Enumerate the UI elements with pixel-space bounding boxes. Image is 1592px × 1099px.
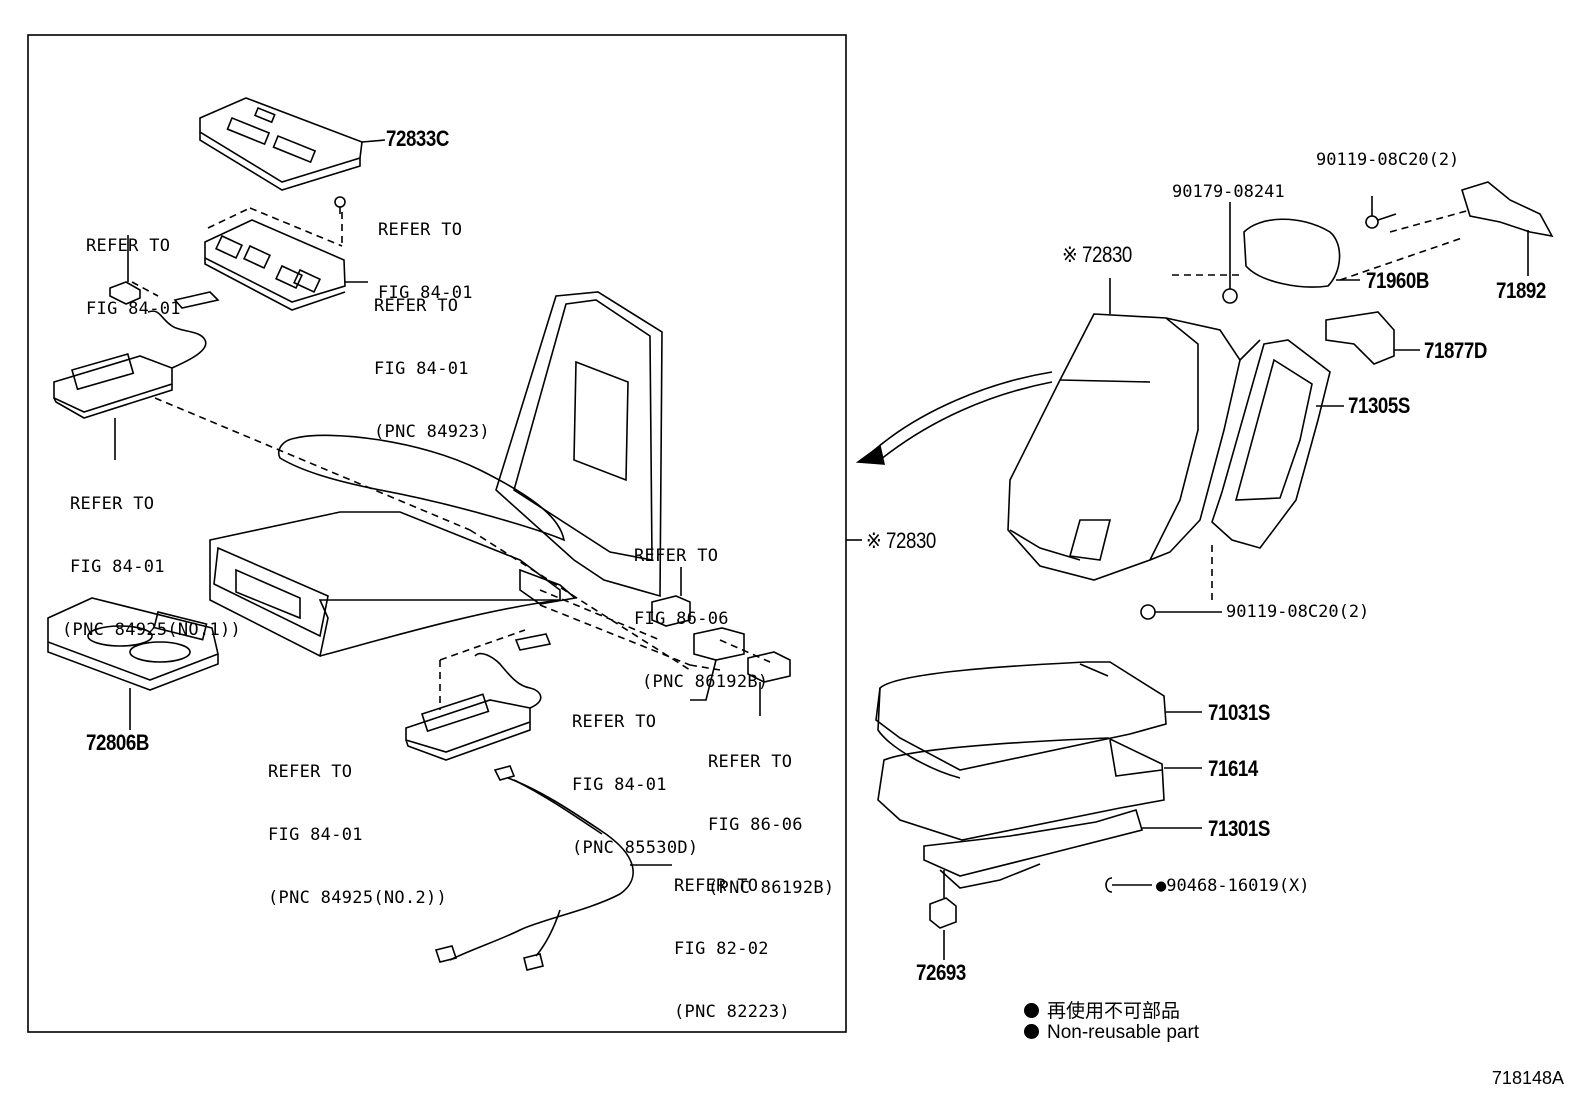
fig-reference: FIG 84-01: [268, 825, 363, 845]
refer-text: REFER TO: [374, 296, 459, 316]
refer-label-pnc-84925-no2: REFER TO FIG 84-01 (PNC 84925(NO.2)): [268, 720, 447, 930]
part-number-71614: 71614: [1208, 756, 1258, 781]
part-number-71305s: 71305S: [1348, 393, 1410, 418]
part-number-72830-assembly: ※ 72830: [866, 528, 936, 553]
seat-back-72830-drawing: [1007, 278, 1261, 581]
refer-text: REFER TO: [572, 712, 657, 732]
clip-drawing: [109, 281, 141, 305]
part-number-71877d: 71877D: [1424, 338, 1487, 363]
pnc-reference: (PNC 86192B): [708, 878, 835, 898]
part-number-90119-top: 90119-08C20(2): [1316, 150, 1460, 170]
fig-reference: FIG 84-01: [86, 299, 181, 319]
pnc-reference: (PNC 82223): [674, 1002, 790, 1022]
refer-label-fig-84-01-clip: REFER TO FIG 84-01: [86, 194, 181, 341]
refer-text: REFER TO: [708, 752, 793, 772]
knob-72693-drawing: [929, 870, 957, 960]
legend-jp-text: 再使用不可部品: [1047, 1001, 1181, 1022]
pnc-reference: (PNC 84925(NO.2)): [268, 888, 448, 908]
frame-71305s-drawing: [1211, 339, 1344, 549]
remote-no2-drawing: [405, 633, 552, 761]
switch-85530d-drawing: [690, 627, 745, 701]
clip-90468-drawing: [1105, 877, 1152, 893]
armrest-pad-71960b-drawing: [1243, 218, 1360, 288]
part-number-72806b: 72806B: [86, 730, 149, 755]
refer-text: REFER TO: [86, 236, 171, 256]
cup-holder-72806b-drawing: [47, 597, 219, 730]
curved-arrow: [855, 371, 1053, 465]
non-reusable-bullet-icon: [1024, 1003, 1039, 1018]
legend-jp: 再使用不可部品: [1024, 996, 1180, 1023]
refer-text: REFER TO: [674, 876, 759, 896]
pnc-reference: (PNC 84925(NO.1)): [62, 620, 242, 640]
leader-lines-left: [127, 235, 862, 541]
part-number-90468-16019: ●90468-16019(X): [1156, 876, 1310, 896]
switch-86192b-lower-drawing: [747, 651, 791, 716]
nut-90179-drawing: [1222, 202, 1238, 304]
part-number-71031s: 71031S: [1208, 700, 1270, 725]
pnc-reference: (PNC 86192B): [642, 672, 769, 692]
fig-reference: FIG 82-02: [674, 939, 769, 959]
part-number-90119-bottom: 90119-08C20(2): [1226, 602, 1370, 622]
assembly-frame: [27, 34, 847, 1033]
bolt-top-drawing: [1365, 196, 1397, 229]
fig-reference: FIG 84-01: [572, 775, 667, 795]
part-number-71301s: 71301S: [1208, 816, 1270, 841]
fig-reference: FIG 84-01: [70, 557, 165, 577]
part-number-72833c: 72833C: [386, 126, 449, 151]
cushion-71031s-drawing: [875, 661, 1202, 779]
refer-text: REFER TO: [634, 546, 719, 566]
part-number-90179-08241: 90179-08241: [1172, 182, 1285, 202]
figure-id: 718148A: [1491, 1068, 1564, 1088]
refer-text: REFER TO: [378, 220, 463, 240]
switch-86192b-upper-drawing: [651, 567, 691, 627]
refer-text: REFER TO: [70, 494, 155, 514]
bezel-72833c-drawing: [199, 97, 386, 191]
bolt-bottom-drawing: [1140, 604, 1222, 620]
refer-label-pnc-86192b-lower: REFER TO FIG 86-06 (PNC 86192B): [708, 710, 834, 920]
console-body-drawing: [209, 291, 663, 658]
screw-drawing: [334, 196, 346, 214]
bracket-71892-drawing: [1461, 181, 1554, 276]
refer-label-pnc-82223: REFER TO FIG 82-02 (PNC 82223): [674, 834, 790, 1044]
refer-label-pnc-84925-no1: REFER TO FIG 84-01 (PNC 84925(NO.1)): [62, 452, 241, 662]
refer-text: REFER TO: [268, 762, 353, 782]
fig-reference: FIG 86-06: [708, 815, 803, 835]
refer-label-pnc-86192b-upper: REFER TO FIG 86-06 (PNC 86192B): [634, 504, 768, 714]
part-number-72693: 72693: [916, 960, 966, 985]
part-number-72830-seatback: ※ 72830: [1062, 242, 1132, 267]
cover-71877d-drawing: [1325, 311, 1420, 365]
pnc-reference: (PNC 85530D): [572, 838, 699, 858]
wire-harness-drawing: [434, 765, 672, 971]
fig-reference: FIG 84-01: [378, 283, 473, 303]
fig-reference: FIG 86-06: [634, 609, 729, 629]
fig-reference: FIG 84-01: [374, 359, 469, 379]
part-number-71960b: 71960B: [1366, 268, 1429, 293]
non-reusable-bullet-icon: [1024, 1024, 1039, 1039]
guide-lines: [131, 207, 1471, 710]
legend-en: Non-reusable part: [1024, 1022, 1199, 1044]
frame-71301s-drawing: [923, 809, 1202, 889]
refer-label-pnc-85530d: REFER TO FIG 84-01 (PNC 85530D): [572, 670, 698, 880]
refer-label-fig-84-01-screw: REFER TO FIG 84-01: [378, 178, 473, 325]
legend-en-text: Non-reusable part: [1047, 1022, 1200, 1043]
switch-panel-drawing: [204, 219, 368, 311]
pad-71614-drawing: [877, 737, 1202, 841]
remote-no1-drawing: [53, 291, 220, 460]
part-number-71892: 71892: [1496, 278, 1546, 303]
pnc-reference: (PNC 84923): [374, 422, 490, 442]
refer-label-pnc-84923: REFER TO FIG 84-01 (PNC 84923): [374, 254, 490, 464]
